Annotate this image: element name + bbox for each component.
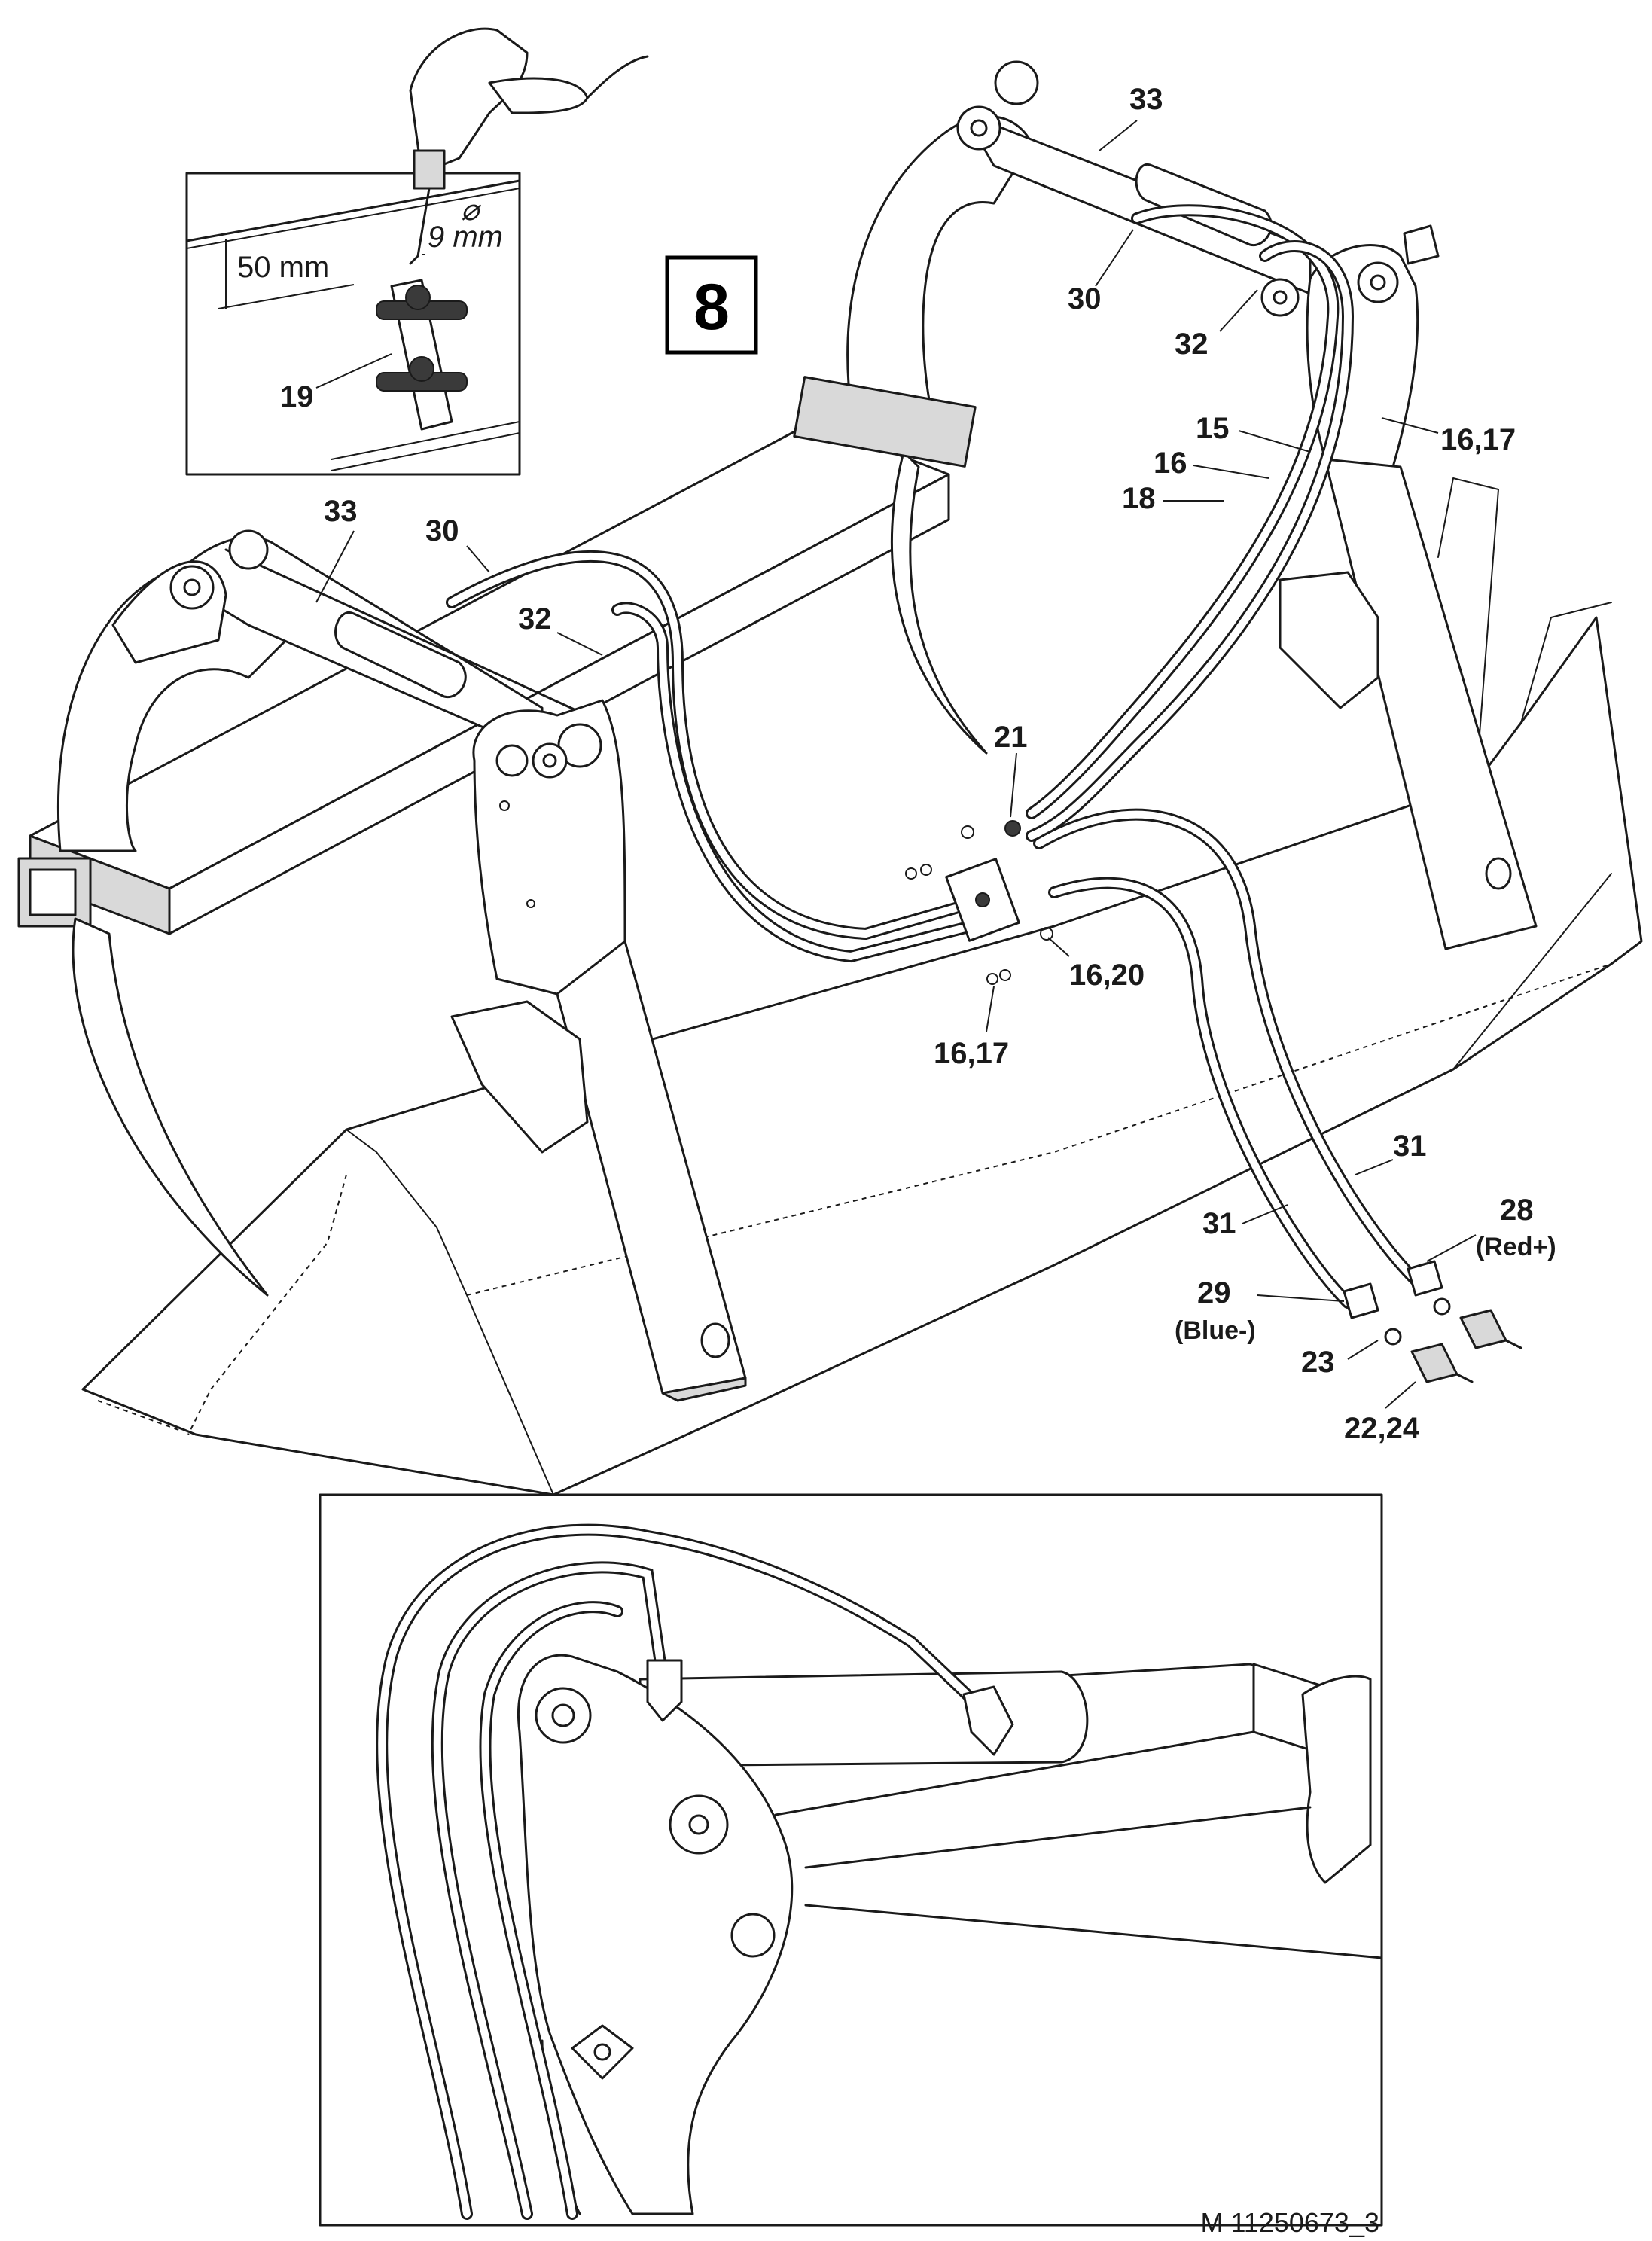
left-arm-plate [450,699,747,1402]
right-arm-plate [1260,224,1538,950]
callout-33-right: 33 [1129,83,1163,116]
depth-label: 50 mm [237,251,329,284]
callouts: 33 30 32 33 30 32 15 16 18 16,17 21 16,2… [315,83,1556,1445]
callout-18: 18 [1122,482,1156,515]
step-badge: 8 [665,255,758,355]
step-number: 8 [693,271,730,343]
callout-29: 29 [1197,1276,1231,1310]
callout-30-left: 30 [425,514,459,547]
drill-icon [409,27,649,265]
callout-31-upper: 31 [1393,1130,1427,1163]
drill-inset: 50 mm ⌀ 9 mm 19 [185,27,649,476]
left-tine-frame [56,529,589,1297]
callout-23: 23 [1301,1346,1335,1379]
diameter-label: 9 mm [428,221,503,254]
callout-15: 15 [1196,412,1230,445]
callout-22-24: 22,24 [1344,1412,1420,1445]
valve-block [905,820,1053,985]
callout-32-left: 32 [518,602,552,636]
callout-16: 16 [1154,447,1187,480]
callout-32-right: 32 [1175,328,1209,361]
callout-21: 21 [994,721,1028,754]
callout-16-17-mid: 16,17 [934,1037,1009,1070]
document-id: M 11250673_3 [1200,2207,1379,2238]
quick-connectors [1343,1260,1522,1383]
valve-bracket-19 [376,279,468,431]
diameter-symbol: ⌀ [461,194,482,227]
cross-beam [17,420,950,935]
hydraulic-hoses [446,204,1422,1309]
detail-inset [319,1493,1383,2227]
callout-16-17-top: 16,17 [1440,423,1516,456]
callout-33-left: 33 [324,495,358,528]
right-tine-frame [793,60,1312,755]
callout-31-lower: 31 [1202,1207,1236,1240]
callout-30-right: 30 [1068,282,1102,316]
callout-29-sub: (Blue-) [1175,1316,1256,1345]
callout-28-sub: (Red+) [1476,1233,1556,1261]
callout-28: 28 [1500,1194,1534,1227]
callout-16-20: 16,20 [1069,959,1145,992]
callout-19: 19 [280,380,314,413]
